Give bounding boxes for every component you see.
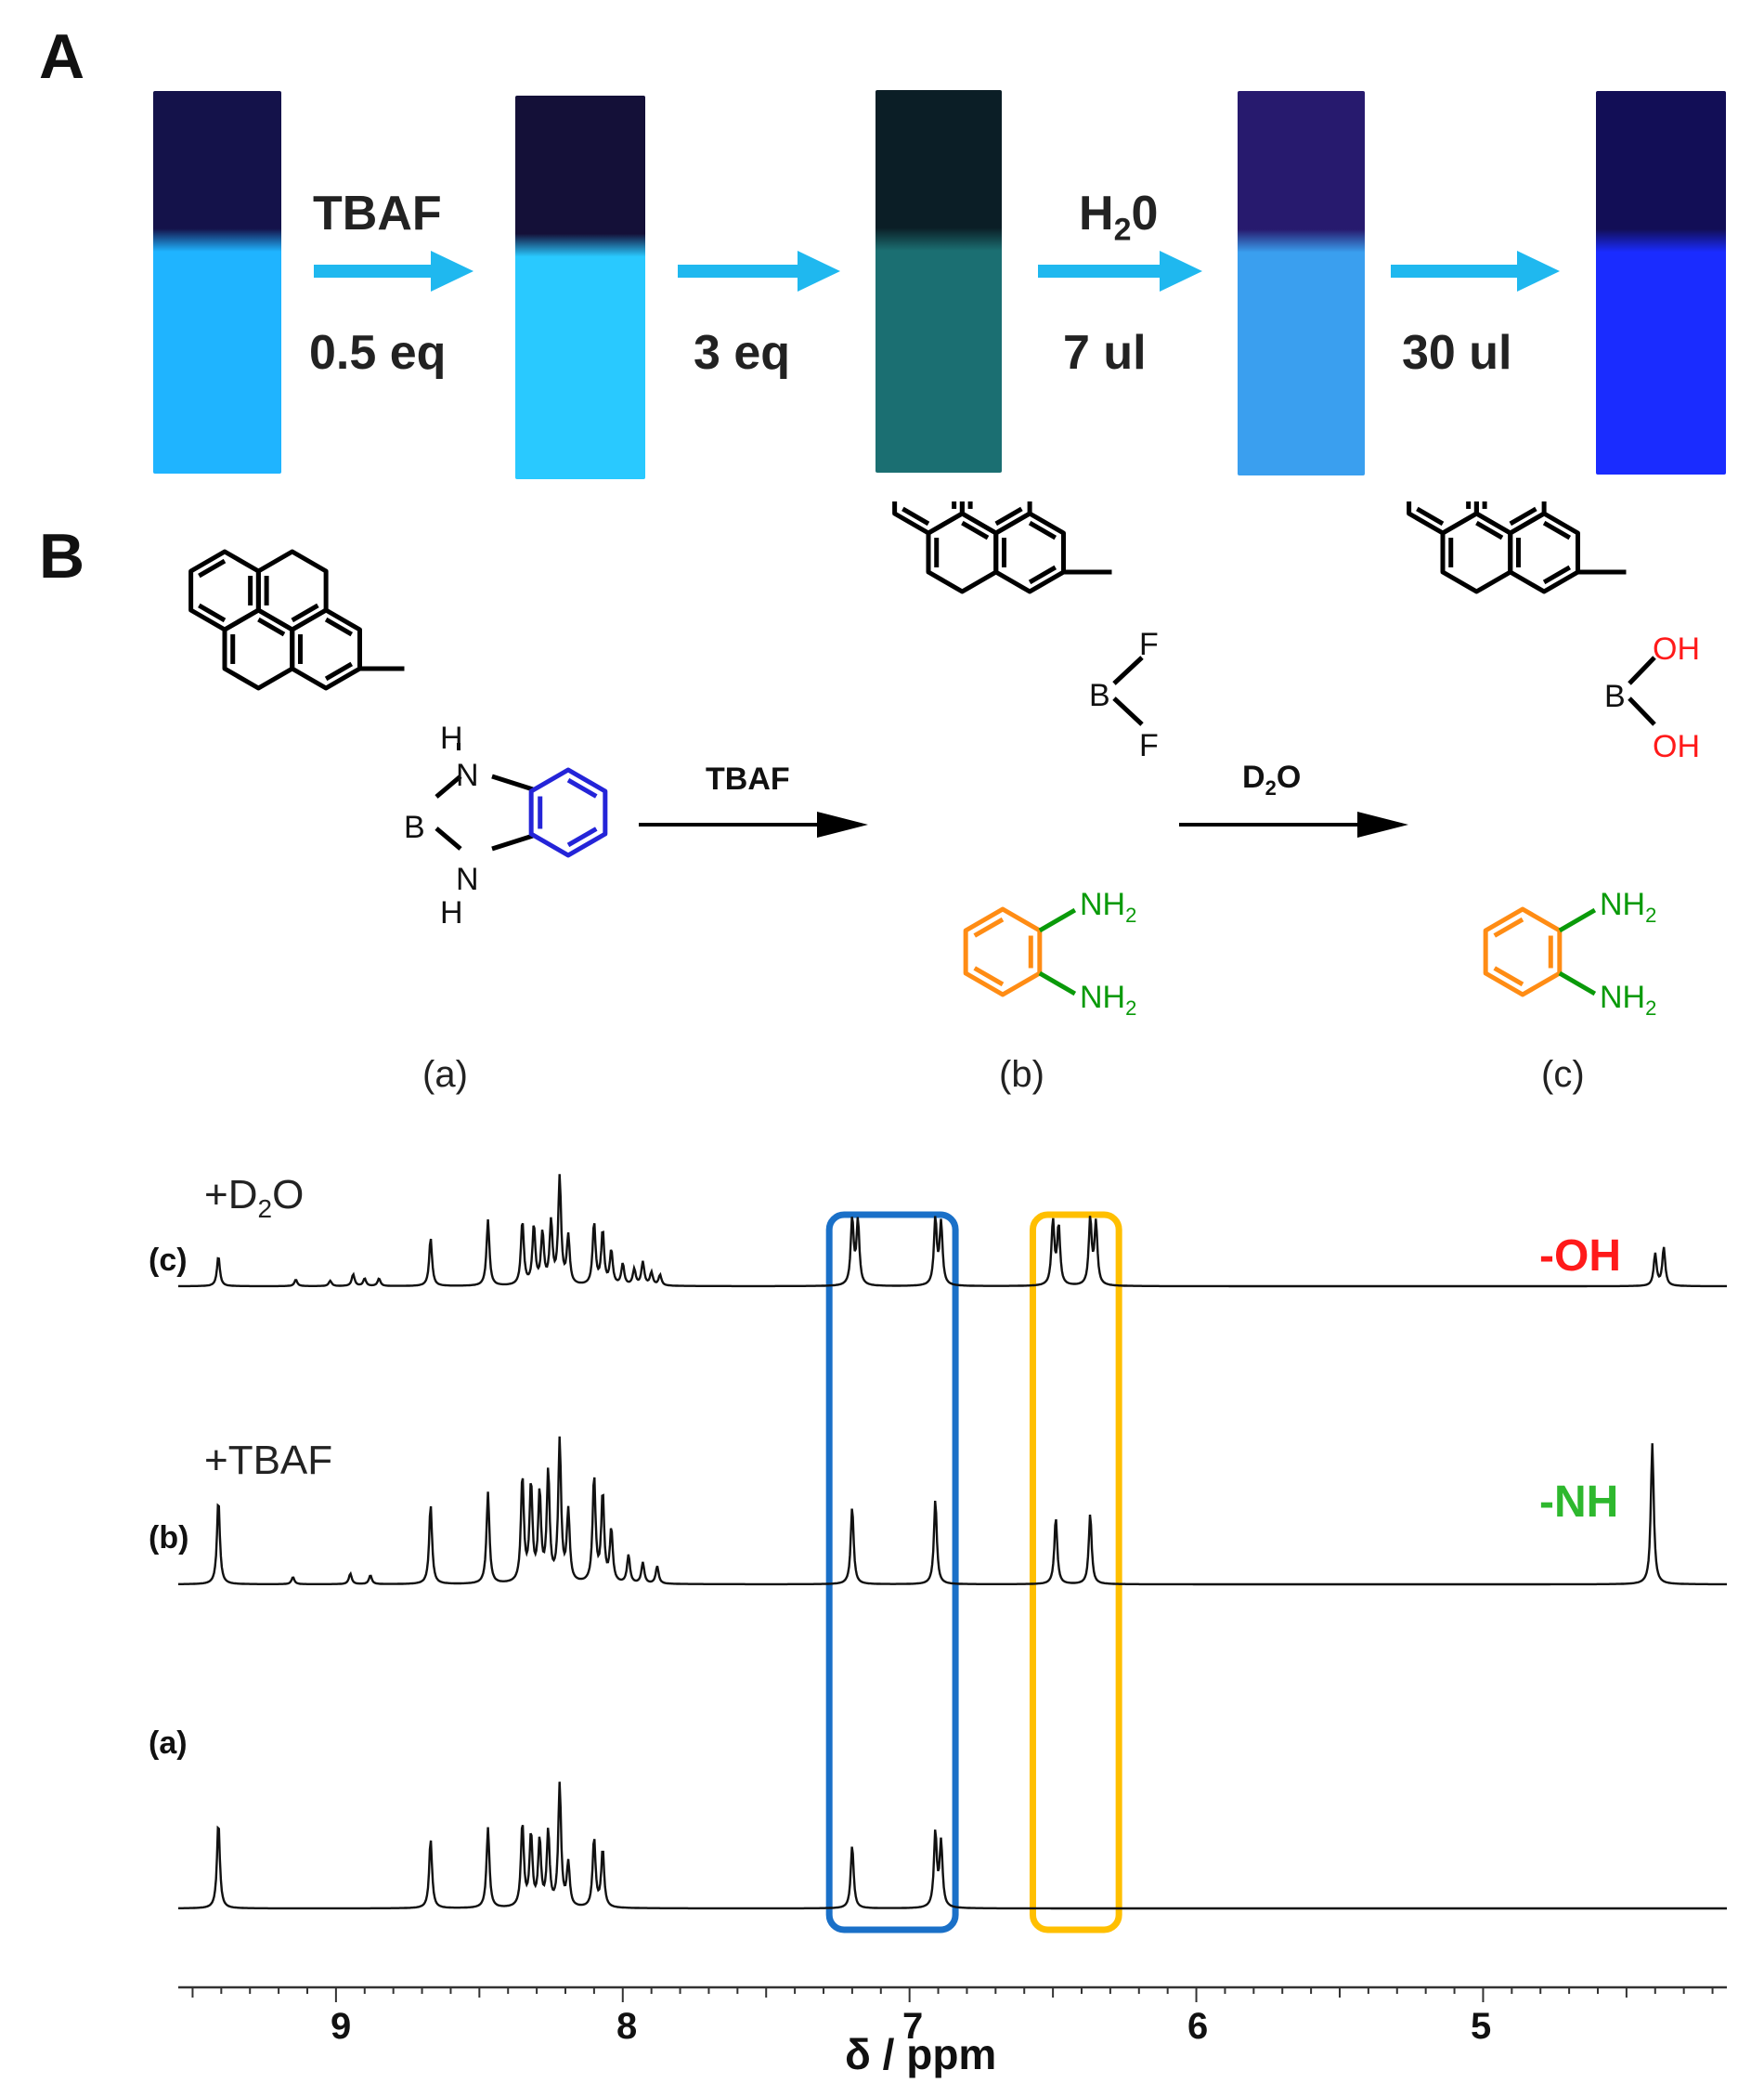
- step2-amount: 3 eq: [694, 326, 791, 380]
- annotation-tbaf: +TBAF: [204, 1438, 333, 1483]
- panel-a-arrow-3: [1038, 251, 1202, 292]
- reaction-scheme: [188, 501, 1656, 997]
- reaction2-label: D2O: [1242, 760, 1302, 800]
- mol-b-f-top: F: [1139, 627, 1159, 662]
- panel-a-label: A: [39, 21, 85, 92]
- mol-a-h-top: H: [440, 721, 463, 756]
- panel-a-arrow-4: [1391, 251, 1560, 292]
- label-oh: -OH: [1539, 1231, 1621, 1281]
- vial-h2o-7ul: [1238, 91, 1365, 475]
- trace-label-a: (a): [149, 1725, 188, 1761]
- mol-a-n-bot: N: [456, 862, 479, 897]
- step3-amount: 7 ul: [1063, 326, 1147, 380]
- xtick-5: 5: [1471, 2006, 1492, 2047]
- mol-a-n-top: N: [456, 758, 479, 793]
- mol-a-h-bot: H: [440, 895, 463, 931]
- mol-c-oh-top: OH: [1653, 631, 1700, 667]
- caption-b: (b): [999, 1054, 1044, 1095]
- reaction-arrow-1: [639, 812, 868, 838]
- vial-tbaf-3eq: [876, 90, 1002, 473]
- spectrum-a: [178, 1781, 1727, 1910]
- reaction1-label: TBAF: [706, 762, 790, 797]
- x-axis-title: δ / ppm: [845, 2030, 997, 2078]
- mol-b-nh2-bot: NH2: [1080, 980, 1137, 1020]
- xtick-6: 6: [1187, 2006, 1209, 2047]
- mol-c-nh2-bot: NH2: [1600, 980, 1657, 1020]
- label-nh: -NH: [1539, 1478, 1619, 1527]
- reaction-arrow-2: [1179, 812, 1408, 838]
- trace-label-b: (b): [149, 1520, 189, 1556]
- mol-a-b: B: [404, 810, 425, 845]
- vial-initial: [153, 91, 281, 474]
- xtick-7: 7: [902, 2006, 924, 2047]
- molecule-c: [1407, 501, 1656, 997]
- step1-amount: 0.5 eq: [309, 326, 447, 380]
- mol-c-b: B: [1604, 679, 1626, 714]
- spectrum-c: [178, 1174, 1727, 1288]
- nmr-chart: [178, 1174, 1727, 2002]
- panel-a-arrows: [314, 251, 1560, 292]
- mol-c-oh-bot: OH: [1653, 729, 1700, 764]
- spectrum-b: [178, 1436, 1727, 1586]
- vial-tbaf-0.5eq: [515, 96, 645, 479]
- molecule-a: [188, 549, 608, 858]
- mol-b-nh2-top: NH2: [1080, 887, 1137, 927]
- annotation-d2o: +D2O: [204, 1172, 305, 1223]
- step3-reagent: H20: [1079, 187, 1159, 248]
- step1-reagent: TBAF: [313, 187, 442, 241]
- xtick-9: 9: [331, 2006, 352, 2047]
- step4-amount: 30 ul: [1402, 326, 1512, 380]
- xtick-8: 8: [616, 2006, 638, 2047]
- panel-a-arrow-1: [314, 251, 473, 292]
- panel-a-arrow-2: [678, 251, 840, 292]
- blue-highlight-box: [825, 1211, 959, 1933]
- mol-c-nh2-top: NH2: [1600, 887, 1657, 927]
- vial-h2o-30ul: [1596, 91, 1726, 475]
- yellow-highlight-box: [1029, 1211, 1122, 1933]
- molecule-b: [892, 501, 1144, 997]
- panel-b-label: B: [39, 521, 85, 592]
- caption-a: (a): [422, 1054, 468, 1095]
- caption-c: (c): [1541, 1054, 1585, 1095]
- mol-b-b: B: [1089, 678, 1110, 713]
- mol-b-f-bot: F: [1139, 728, 1159, 763]
- trace-label-c: (c): [149, 1243, 188, 1278]
